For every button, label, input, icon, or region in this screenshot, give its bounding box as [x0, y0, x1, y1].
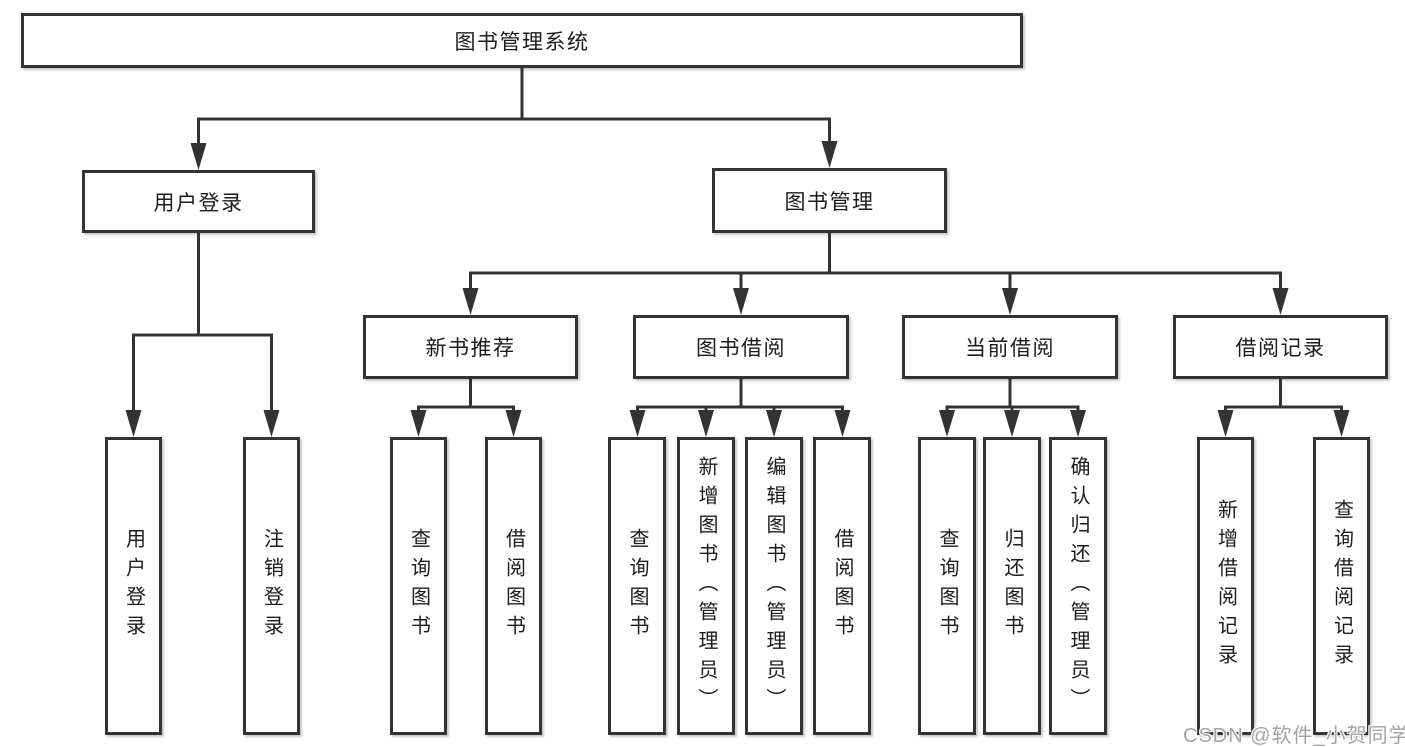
leaf-add-borrow-record: 新增借阅记录	[1197, 437, 1254, 735]
leaf-edit-book-admin: 编辑图书（管理员）	[745, 437, 803, 735]
node-borrowing-records-label: 借阅记录	[1235, 337, 1326, 360]
leaf-confirm-return-admin-label: 确认归还（管理员）	[1067, 455, 1089, 717]
leaf-query-books-3-label: 查询图书	[936, 528, 958, 644]
leaf-logout-label: 注销登录	[260, 528, 283, 644]
node-book-borrowing-label: 图书借阅	[696, 337, 786, 360]
node-new-book-recommendation: 新书推荐	[363, 315, 578, 379]
leaf-borrow-books-2: 借阅图书	[813, 437, 871, 735]
leaf-return-books-label: 归还图书	[1001, 528, 1023, 644]
csdn-watermark: CSDN @软件_小贺同学	[1183, 725, 1405, 747]
leaf-add-book-admin-label: 新增图书（管理员）	[695, 455, 717, 717]
node-current-borrowing-label: 当前借阅	[965, 337, 1055, 360]
node-root-label: 图书管理系统	[454, 30, 590, 54]
leaf-user-login: 用户登录	[105, 437, 162, 735]
node-book-borrowing: 图书借阅	[633, 315, 849, 379]
leaf-query-borrow-record: 查询借阅记录	[1313, 437, 1370, 735]
leaf-borrow-books-1: 借阅图书	[485, 437, 542, 735]
node-user-login: 用户登录	[82, 170, 315, 233]
leaf-borrow-books-1-label: 借阅图书	[502, 528, 525, 644]
leaf-confirm-return-admin: 确认归还（管理员）	[1049, 437, 1107, 735]
leaf-logout: 注销登录	[243, 437, 300, 735]
node-current-borrowing: 当前借阅	[902, 315, 1118, 379]
leaf-query-books-3: 查询图书	[918, 437, 976, 735]
node-user-login-label: 用户登录	[153, 191, 244, 215]
leaf-add-borrow-record-label: 新增借阅记录	[1214, 499, 1237, 673]
leaf-user-login-label: 用户登录	[122, 528, 145, 644]
leaf-query-books-1: 查询图书	[390, 437, 447, 735]
leaf-query-books-2: 查询图书	[608, 437, 666, 735]
node-new-book-recommendation-label: 新书推荐	[425, 337, 516, 360]
node-book-management: 图书管理	[712, 168, 947, 233]
leaf-query-borrow-record-label: 查询借阅记录	[1330, 499, 1353, 673]
node-book-management-label: 图书管理	[784, 190, 875, 214]
leaf-edit-book-admin-label: 编辑图书（管理员）	[763, 455, 785, 717]
node-root: 图书管理系统	[21, 13, 1023, 68]
node-borrowing-records: 借阅记录	[1173, 315, 1388, 379]
leaf-add-book-admin: 新增图书（管理员）	[677, 437, 735, 735]
arrowheads	[125, 141, 1350, 437]
leaf-query-books-2-label: 查询图书	[626, 528, 648, 644]
leaf-return-books: 归还图书	[983, 437, 1041, 735]
leaf-query-books-1-label: 查询图书	[407, 528, 430, 644]
leaf-borrow-books-2-label: 借阅图书	[831, 528, 853, 644]
